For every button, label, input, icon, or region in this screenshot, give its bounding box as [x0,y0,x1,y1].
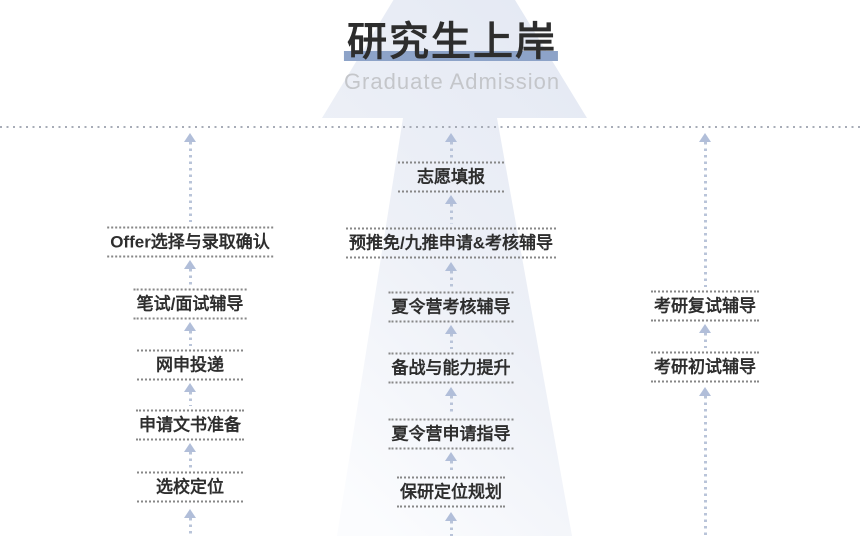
dotted-line [188,331,192,346]
step-offer-selection-confirmation: Offer选择与录取确认 [107,226,273,258]
flow-arrow-up [445,452,457,473]
title-block: 研究生上岸 [343,20,558,64]
step-pre-exemption-application-coaching: 预推免/九推申请&考核辅导 [346,227,556,259]
step-written-interview-coaching: 笔试/面试辅导 [133,288,247,320]
page-title: 研究生上岸 [346,20,557,64]
arrow-up-icon [699,133,711,142]
step-application-documents-prep: 申请文书准备 [136,409,244,441]
dotted-line [449,271,453,288]
flow-arrow-up [184,509,196,536]
flow-arrow-up [699,133,711,287]
arrow-up-icon [184,383,196,392]
arrow-up-icon [184,509,196,518]
arrow-up-icon [445,452,457,461]
dotted-line [449,142,453,159]
flow-arrow-up [445,512,457,536]
flow-arrow-up [184,383,196,406]
arrow-up-icon [699,387,711,396]
arrow-up-icon [184,260,196,269]
arrow-up-icon [445,325,457,334]
step-online-application-submission: 网申投递 [137,349,243,381]
dotted-line [703,333,707,348]
page-subtitle: Graduate Admission [343,69,561,94]
dotted-line [449,204,453,224]
dotted-line [703,142,707,287]
flow-arrow-up [699,324,711,348]
step-summer-camp-assessment-coaching: 夏令营考核辅导 [388,291,514,323]
dotted-divider-line [0,126,862,128]
header: 研究生上岸 Graduate Admission [344,20,560,95]
dotted-line [449,521,453,536]
flow-arrow-up [445,262,457,288]
arrow-up-icon [445,133,457,142]
dotted-line [449,461,453,473]
step-baoyan-positioning-planning: 保研定位规划 [397,476,505,508]
title-underline-bar [343,51,558,61]
step-postgrad-initial-exam-coaching: 考研初试辅导 [651,351,759,383]
step-postgrad-retest-coaching: 考研复试辅导 [651,290,759,322]
arrow-up-icon [445,387,457,396]
dotted-line [449,396,453,415]
arrow-up-icon [445,262,457,271]
dotted-line [449,334,453,349]
dotted-line [703,396,707,536]
flow-arrow-up [445,387,457,415]
flow-arrow-up [184,322,196,346]
flow-arrow-up [184,260,196,285]
step-preparation-ability-improvement: 备战与能力提升 [388,352,514,384]
arrow-up-icon [445,512,457,521]
arrow-up-icon [445,195,457,204]
arrow-up-icon [184,133,196,142]
flow-arrow-up [445,133,457,159]
dotted-line [188,392,192,406]
flow-arrow-up [184,133,196,222]
arrow-up-icon [699,324,711,333]
dotted-line [188,269,192,285]
step-school-targeting: 选校定位 [137,471,243,503]
flow-arrow-up [445,325,457,349]
step-preference-filling: 志愿填报 [398,161,504,193]
dotted-line [188,518,192,536]
flow-arrow-up [699,387,711,536]
flow-arrow-up [445,195,457,224]
dotted-line [188,142,192,222]
flow-arrow-up [184,443,196,468]
step-summer-camp-application-guidance: 夏令营申请指导 [388,418,514,450]
dotted-line [188,452,192,468]
arrow-up-icon [184,443,196,452]
arrow-up-icon [184,322,196,331]
